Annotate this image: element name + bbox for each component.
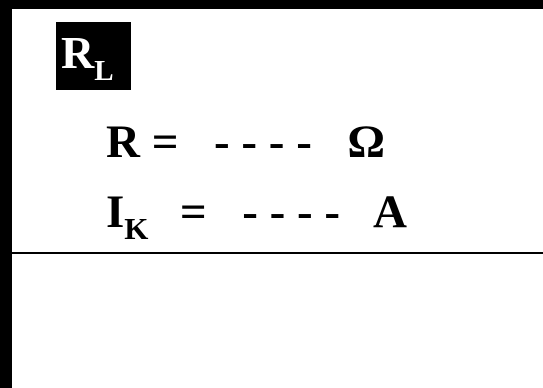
current-unit: A	[373, 186, 407, 238]
load-resistor-badge: RL	[56, 22, 131, 90]
divider-line	[12, 252, 543, 254]
resistance-symbol: R	[106, 116, 140, 168]
current-value: - - - -	[242, 186, 341, 238]
resistance-equals: =	[151, 116, 179, 168]
display-panel: RL R = - - - - Ω IK = - - - - A	[12, 9, 543, 388]
badge-subscript: L	[94, 55, 114, 87]
resistance-readout: R = - - - - Ω	[106, 119, 385, 166]
current-subscript: K	[124, 211, 149, 246]
current-equals: =	[179, 186, 207, 238]
resistance-unit: Ω	[347, 116, 385, 168]
current-symbol: I	[106, 186, 125, 238]
current-readout: IK = - - - - A	[106, 186, 407, 245]
badge-symbol: R	[61, 27, 95, 78]
resistance-value: - - - -	[214, 116, 312, 168]
